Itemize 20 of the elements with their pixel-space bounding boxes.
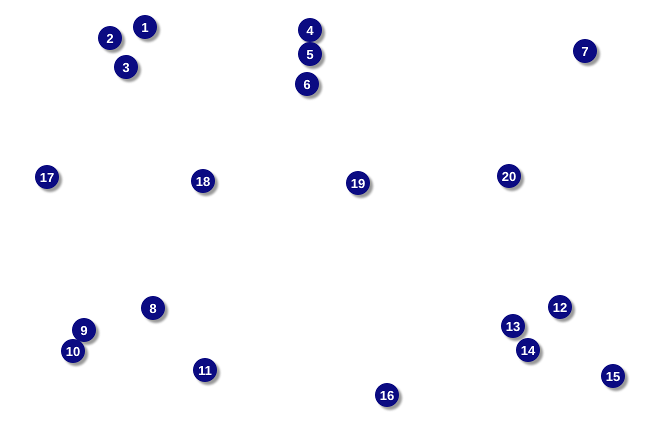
callout-number: 16 bbox=[375, 383, 399, 407]
callout-number: 12 bbox=[548, 295, 572, 319]
callout-number: 17 bbox=[35, 165, 59, 189]
callout-number: 1 bbox=[133, 15, 157, 39]
callout-number: 13 bbox=[501, 314, 525, 338]
callout-number: 14 bbox=[516, 338, 540, 362]
callout-number: 19 bbox=[346, 171, 370, 195]
callout-number: 7 bbox=[573, 39, 597, 63]
callout-number: 18 bbox=[191, 169, 215, 193]
callout-number: 9 bbox=[72, 318, 96, 342]
callout-number: 15 bbox=[601, 364, 625, 388]
callout-number: 8 bbox=[141, 296, 165, 320]
callout-number: 20 bbox=[497, 164, 521, 188]
callout-number: 3 bbox=[114, 55, 138, 79]
callout-number: 5 bbox=[298, 42, 322, 66]
callout-number: 2 bbox=[98, 26, 122, 50]
callout-number: 11 bbox=[193, 358, 217, 382]
callout-number: 4 bbox=[298, 18, 322, 42]
callout-number: 6 bbox=[295, 72, 319, 96]
callout-number: 10 bbox=[61, 339, 85, 363]
